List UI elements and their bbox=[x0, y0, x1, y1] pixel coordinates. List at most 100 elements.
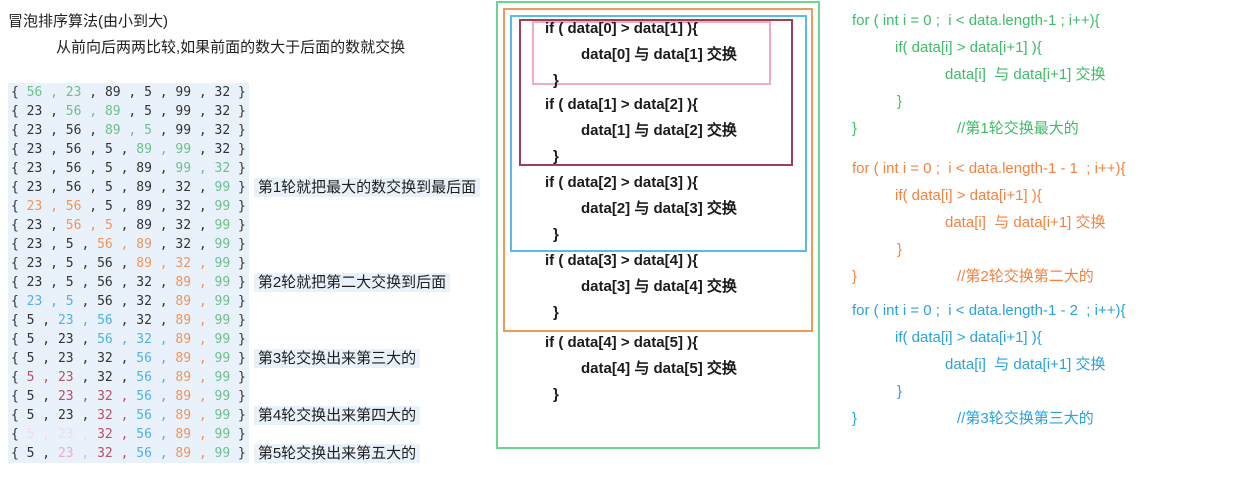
array-token: { bbox=[11, 370, 27, 385]
code-line-close: } bbox=[553, 304, 559, 321]
array-state: { 23 , 56 , 5 , 89 , 32 , 99 } bbox=[8, 178, 249, 197]
array-token: , bbox=[191, 427, 215, 442]
array-token: , bbox=[191, 351, 215, 366]
array-token: 23 bbox=[26, 199, 43, 214]
array-state: { 23 , 5 , 56 , 89 , 32 , 99 } bbox=[8, 254, 249, 273]
array-token: 5 bbox=[104, 218, 113, 233]
array-token: , bbox=[73, 294, 98, 309]
array-token: 99 bbox=[214, 199, 231, 214]
array-token: 32 bbox=[175, 237, 192, 252]
array-token: 5 bbox=[144, 104, 152, 119]
array-token: , bbox=[112, 351, 137, 366]
array-token: , bbox=[120, 123, 145, 138]
array-token: , bbox=[151, 237, 176, 252]
array-token: { bbox=[11, 161, 27, 176]
array-token: 56 bbox=[65, 123, 82, 138]
array-token: 56 bbox=[136, 389, 152, 404]
code-line-if: if( data[i] > data[i+1] ){ bbox=[895, 329, 1042, 346]
code-line-swap: data[4] 与 data[5] 交换 bbox=[581, 360, 737, 377]
array-token: } bbox=[230, 256, 246, 271]
nested-scope-box-blue bbox=[510, 15, 807, 252]
array-token: { bbox=[11, 104, 27, 119]
array-token: 56 bbox=[26, 85, 43, 100]
array-token: , bbox=[151, 142, 176, 157]
array-token: 23 bbox=[57, 408, 74, 423]
array-token: 89 bbox=[136, 199, 152, 214]
array-token: , bbox=[191, 408, 215, 423]
array-token: , bbox=[73, 389, 98, 404]
code-line-swap: data[2] 与 data[3] 交换 bbox=[581, 200, 737, 217]
code-line-for: for ( int i = 0 ; i < data.length-1 - 2 … bbox=[852, 302, 1126, 319]
array-token: 99 bbox=[175, 123, 192, 138]
array-token: , bbox=[120, 104, 145, 119]
code-line-swap: data[i] 与 data[i+1] 交换 bbox=[945, 66, 1106, 83]
sort-step-row: { 5 , 23 , 32 , 56 , 89 , 99 }第5轮交换出来第五大… bbox=[8, 444, 480, 463]
array-token: 89 bbox=[175, 370, 192, 385]
array-token: 89 bbox=[136, 218, 152, 233]
sort-step-row: { 23 , 56 , 89 , 5 , 99 , 32 } bbox=[8, 121, 480, 140]
array-token: , bbox=[151, 332, 176, 347]
array-token: , bbox=[191, 199, 215, 214]
array-token: 23 bbox=[65, 85, 82, 100]
array-token: { bbox=[11, 142, 27, 157]
round-label: 第5轮交换出来第五大的 bbox=[253, 444, 421, 463]
array-token: 23 bbox=[26, 180, 43, 195]
for-loop-block-2: for ( int i = 0 ; i < data.length-1 - 1 … bbox=[852, 155, 1125, 290]
array-token: , bbox=[73, 370, 98, 385]
array-token: , bbox=[112, 218, 137, 233]
array-token: 5 bbox=[65, 275, 74, 290]
array-token: 89 bbox=[175, 313, 192, 328]
array-token: 5 bbox=[104, 161, 113, 176]
array-token: 5 bbox=[65, 294, 74, 309]
code-line-if: if ( data[0] > data[1] ){ bbox=[545, 20, 698, 37]
sort-step-row: { 23 , 56 , 5 , 89 , 32 , 99 } bbox=[8, 216, 480, 235]
array-token: 23 bbox=[57, 313, 74, 328]
array-token: , bbox=[42, 256, 66, 271]
array-token: 23 bbox=[57, 427, 74, 442]
array-token: } bbox=[230, 161, 246, 176]
array-token: 23 bbox=[57, 389, 74, 404]
array-token: , bbox=[112, 142, 137, 157]
array-token: , bbox=[42, 104, 66, 119]
page-title: 冒泡排序算法(由小到大) bbox=[8, 13, 168, 30]
array-token: { bbox=[11, 427, 27, 442]
code-line-if: if( data[i] > data[i+1] ){ bbox=[895, 187, 1042, 204]
array-token: { bbox=[11, 180, 27, 195]
array-token: , bbox=[34, 446, 58, 461]
code-line-close: } bbox=[553, 72, 559, 89]
array-token: 89 bbox=[175, 389, 192, 404]
sort-step-row: { 5 , 23 , 32 , 56 , 89 , 99 } bbox=[8, 387, 480, 406]
array-token: 32 bbox=[214, 85, 231, 100]
array-token: { bbox=[11, 218, 27, 233]
close-brace: } bbox=[852, 120, 858, 137]
sort-step-row: { 5 , 23 , 32 , 56 , 89 , 99 } bbox=[8, 368, 480, 387]
array-token: , bbox=[42, 294, 66, 309]
code-line-if: if ( data[3] > data[4] ){ bbox=[545, 252, 698, 269]
array-token: , bbox=[73, 237, 98, 252]
array-token: , bbox=[112, 370, 137, 385]
array-token: } bbox=[230, 313, 246, 328]
sort-step-row: { 23 , 56 , 5 , 89 , 32 , 99 }第1轮就把最大的数交… bbox=[8, 178, 481, 197]
array-token: , bbox=[112, 389, 137, 404]
array-token: , bbox=[112, 332, 137, 347]
array-token: 56 bbox=[97, 294, 113, 309]
array-token: , bbox=[42, 161, 66, 176]
array-token: , bbox=[112, 408, 137, 423]
code-line-close-outer: }//第3轮交换第三大的 bbox=[852, 405, 1125, 432]
array-token: 89 bbox=[136, 161, 152, 176]
array-token: , bbox=[151, 218, 176, 233]
array-token: , bbox=[191, 370, 215, 385]
array-token: , bbox=[191, 256, 215, 271]
for-loops: for ( int i = 0 ; i < data.length-1 ; i+… bbox=[852, 7, 1125, 432]
array-token: , bbox=[191, 85, 215, 100]
array-token: 99 bbox=[175, 161, 192, 176]
array-token: 32 bbox=[97, 389, 113, 404]
array-token: , bbox=[34, 427, 58, 442]
array-token: 99 bbox=[214, 351, 231, 366]
for-loop-block-3: for ( int i = 0 ; i < data.length-1 - 2 … bbox=[852, 297, 1125, 432]
code-line-swap: data[i] 与 data[i+1] 交换 bbox=[945, 214, 1106, 231]
compare-block-4: if ( data[3] > data[4] ){data[3] 与 data[… bbox=[0, 248, 830, 326]
array-token: 89 bbox=[136, 237, 152, 252]
array-token: 32 bbox=[136, 332, 152, 347]
loop-comment: //第2轮交换第二大的 bbox=[957, 268, 1094, 285]
